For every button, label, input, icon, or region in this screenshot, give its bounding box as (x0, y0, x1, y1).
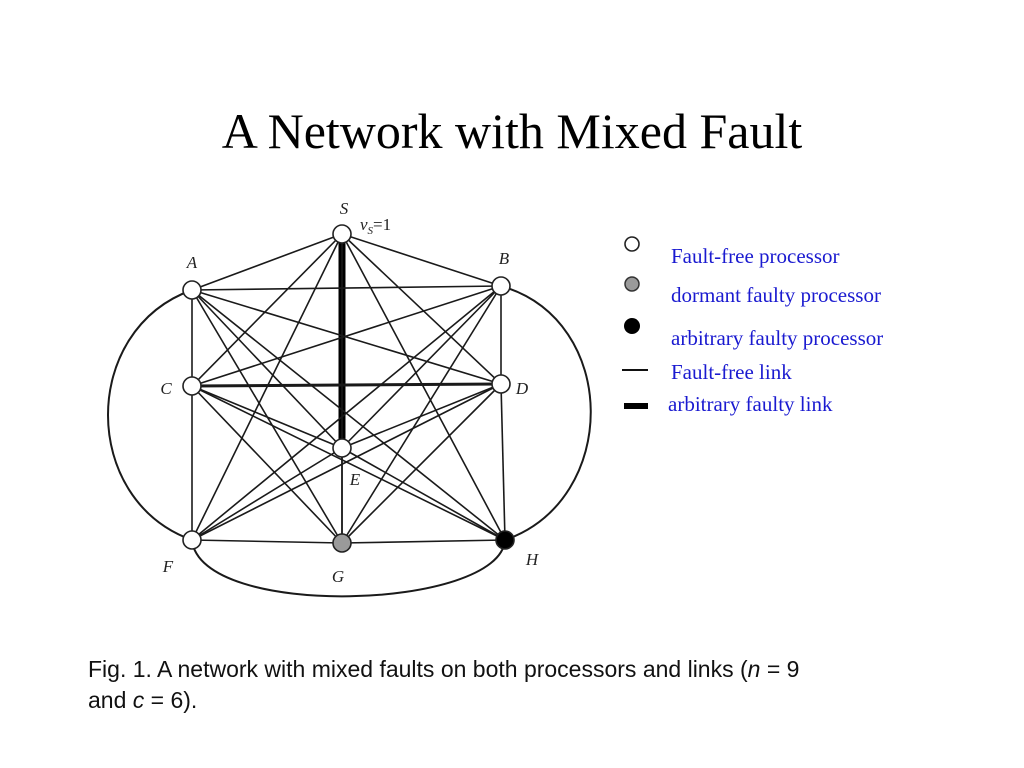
link-D-F (191, 383, 502, 541)
link-S-A (191, 233, 343, 291)
link-S-D (341, 233, 502, 385)
node-label-D: D (515, 379, 529, 398)
link-C-H (191, 385, 506, 541)
link-F-G (191, 539, 343, 544)
network-links (191, 233, 506, 544)
node-F (182, 530, 202, 550)
link-S-B (341, 233, 502, 287)
figure-caption: Fig. 1. A network with mixed faults on b… (88, 656, 800, 713)
node-label-C: C (160, 379, 172, 398)
node-H (495, 530, 515, 550)
link-B-E (341, 285, 502, 449)
arbitrary-faulty-link-icon (624, 403, 648, 409)
link-C-G (191, 385, 343, 544)
link-G-H (341, 539, 506, 544)
node-B (491, 276, 511, 296)
arbitrary-faulty-processor-icon (624, 318, 640, 334)
node-C (182, 376, 202, 396)
link-B-H (500, 285, 592, 541)
link-A-F (107, 289, 193, 541)
legend-fault-free-processor: Fault-free processor (671, 244, 840, 268)
link-B-F (191, 285, 502, 541)
node-G (332, 533, 352, 553)
legend-dormant-faulty-processor: dormant faulty processor (671, 283, 881, 307)
fault-free-link-icon (622, 369, 648, 371)
link-D-H (500, 383, 506, 541)
node-label-A: A (186, 253, 198, 272)
node-S (332, 224, 352, 244)
link-C-E (191, 385, 343, 449)
link-B-G (341, 285, 502, 544)
link-S-C (191, 233, 343, 387)
link-A-H (191, 289, 506, 541)
link-A-D (191, 289, 502, 385)
link-E-F (191, 447, 343, 541)
node-E (332, 438, 352, 458)
node-D (491, 374, 511, 394)
node-label-G: G (332, 567, 344, 586)
legend-arbitrary-faulty-processor: arbitrary faulty processor (671, 326, 884, 350)
link-D-G (341, 383, 502, 544)
legend-arbitrary-faulty-link: arbitrary faulty link (668, 392, 833, 416)
node-label-E: E (349, 470, 361, 489)
link-A-E (191, 289, 343, 449)
link-F-H (191, 539, 506, 598)
node-label-F: F (162, 557, 174, 576)
link-B-C (191, 285, 502, 387)
link-S-H (341, 233, 506, 541)
link-D-E (341, 383, 502, 449)
node-label-B: B (499, 249, 510, 268)
curved-links (107, 285, 592, 598)
dormant-faulty-processor-icon (624, 276, 640, 292)
slide-title: A Network with Mixed Fault (221, 103, 803, 159)
link-C-D (191, 382, 502, 388)
node-A (182, 280, 202, 300)
link-A-B (191, 285, 502, 291)
network-nodes (182, 224, 515, 553)
node-labels: S A B C D E F G H (160, 199, 540, 586)
link-E-H (341, 447, 506, 541)
legend-fault-free-link: Fault-free link (671, 360, 792, 384)
source-value-label: vS=1 (360, 215, 391, 237)
node-label-S: S (340, 199, 349, 218)
node-label-H: H (525, 550, 540, 569)
fault-free-processor-icon (624, 236, 640, 252)
